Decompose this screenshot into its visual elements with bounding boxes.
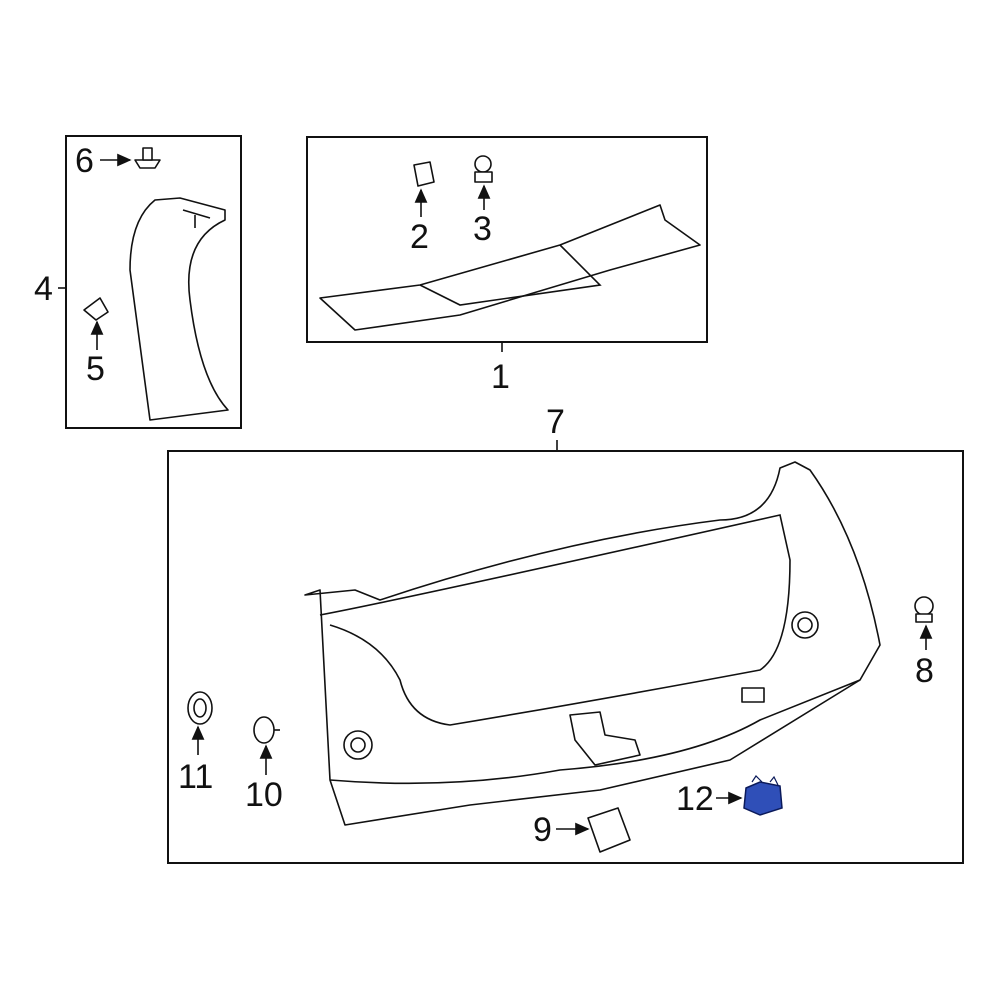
bracket-9[interactable]: [587, 807, 631, 853]
group-box-7: [167, 450, 964, 864]
clip-6[interactable]: [134, 147, 161, 169]
callout-1: 1: [491, 358, 510, 396]
group-box-4: [65, 135, 242, 429]
clip-8[interactable]: [914, 596, 934, 623]
grommet-11[interactable]: [187, 691, 213, 725]
clip-3[interactable]: [474, 155, 493, 183]
liftgate-trim-panel-part[interactable]: [304, 461, 881, 826]
group-box-1: [306, 136, 708, 343]
callout-3: 3: [473, 210, 492, 248]
clip-5[interactable]: [83, 297, 109, 321]
callout-12: 12: [676, 780, 714, 818]
callout-4: 4: [34, 270, 53, 308]
callout-8: 8: [915, 652, 934, 690]
grommet-10[interactable]: [253, 716, 280, 744]
callout-6: 6: [75, 142, 94, 180]
callout-9: 9: [533, 811, 552, 849]
upper-trim-panel-part[interactable]: [319, 204, 701, 331]
callout-11: 11: [178, 758, 213, 796]
callout-10: 10: [245, 776, 283, 814]
connector-12-highlighted[interactable]: [743, 775, 783, 816]
pillar-trim-part[interactable]: [129, 197, 229, 421]
clip-2[interactable]: [413, 161, 435, 187]
callout-2: 2: [410, 218, 429, 256]
callout-5: 5: [86, 350, 105, 388]
callout-7: 7: [546, 403, 565, 441]
